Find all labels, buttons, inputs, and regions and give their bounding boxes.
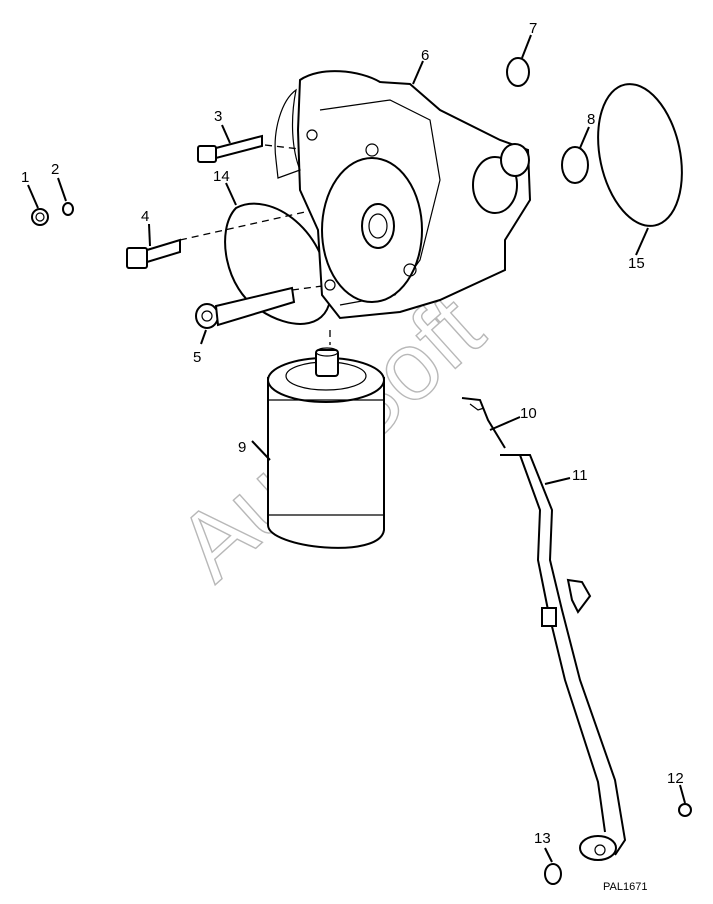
part-7-o-ring <box>506 57 530 87</box>
part-2-washer <box>62 202 74 216</box>
callout-13: 13 <box>534 830 551 847</box>
callout-15: 15 <box>628 255 645 272</box>
callout-9: 9 <box>238 439 246 456</box>
part-14-gasket <box>224 202 332 325</box>
part-5-bolt <box>195 286 296 329</box>
callout-2: 2 <box>51 161 59 178</box>
reference-code: PAL1671 <box>603 881 647 893</box>
part-10-dipstick <box>461 397 506 449</box>
callout-1: 1 <box>21 169 29 186</box>
part-8-o-ring <box>561 146 589 184</box>
callout-labels: 1 2 3 4 5 6 7 8 9 10 11 12 13 14 15 <box>21 20 684 847</box>
callout-11: 11 <box>572 467 588 484</box>
part-4-bolt <box>126 238 181 269</box>
callout-14: 14 <box>213 168 230 185</box>
part-11-dipstick-tube <box>500 454 627 861</box>
callout-5: 5 <box>193 349 201 366</box>
part-3-bolt <box>197 134 263 163</box>
callout-12: 12 <box>667 770 684 787</box>
callout-7: 7 <box>529 20 537 37</box>
callout-10: 10 <box>520 405 537 422</box>
callout-8: 8 <box>587 111 595 128</box>
leader-lines <box>27 34 686 863</box>
part-13-o-ring <box>544 863 562 885</box>
callout-6: 6 <box>421 47 429 64</box>
part-12-bolt <box>678 803 692 817</box>
part-1-nut <box>31 208 49 226</box>
callout-3: 3 <box>214 108 222 125</box>
part-15-seal <box>597 83 683 227</box>
part-6-filter-housing <box>274 70 532 320</box>
callout-4: 4 <box>141 208 149 225</box>
part-9-filter <box>267 347 385 549</box>
